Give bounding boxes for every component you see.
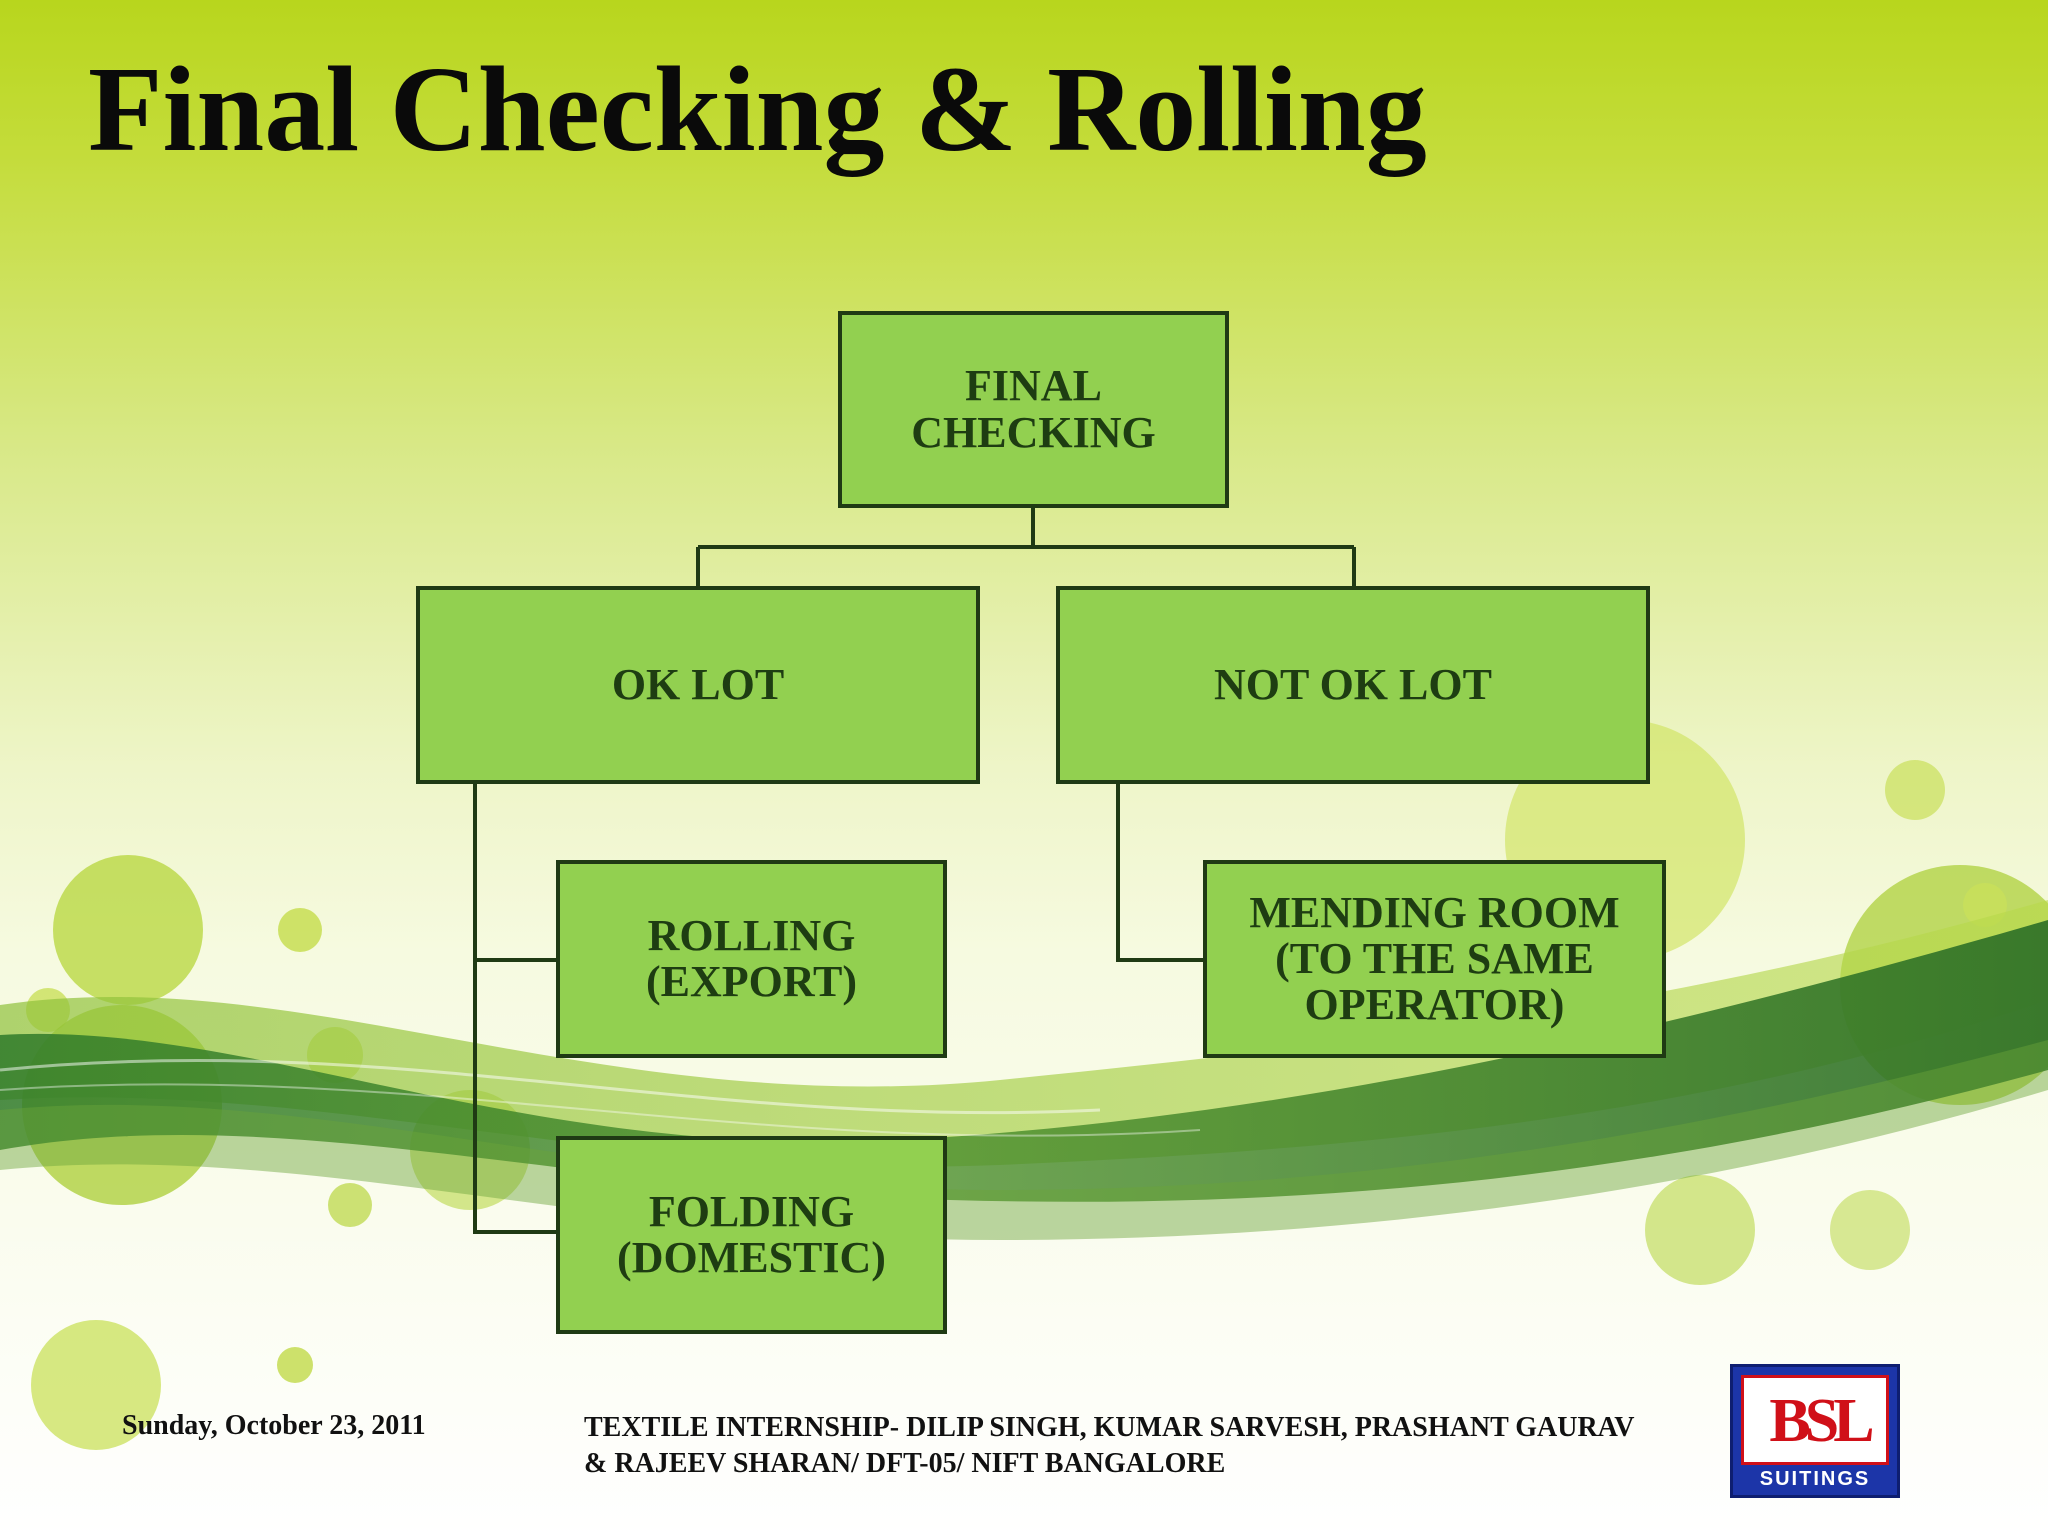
final-checking-label: FINAL CHECKING xyxy=(911,361,1156,457)
ok-lot-to-folding-line xyxy=(473,782,558,1234)
mending-room-box[interactable]: MENDING ROOM (TO THE SAME OPERATOR) xyxy=(1203,860,1666,1058)
not-ok-lot-label: NOT OK LOT xyxy=(1214,659,1492,709)
ok-lot-label: OK LOT xyxy=(611,659,785,709)
footer-credit: TEXTILE INTERNSHIP- DILIP SINGH, KUMAR S… xyxy=(584,1412,1634,1480)
folding-domestic-label: FOLDING (DOMESTIC) xyxy=(617,1186,886,1282)
not-ok-lot-box[interactable]: NOT OK LOT xyxy=(1056,586,1650,784)
mending-room-label: MENDING ROOM (TO THE SAME OPERATOR) xyxy=(1249,887,1620,1030)
slide-title: Final Checking & Rolling xyxy=(88,42,1427,177)
bsl-suitings-logo: BSL SUITINGS xyxy=(1730,1364,1900,1498)
final-checking-box[interactable]: FINAL CHECKING xyxy=(838,311,1229,508)
logo-subtitle: SUITINGS xyxy=(1759,1468,1871,1490)
rolling-export-label: ROLLING (EXPORT) xyxy=(645,910,858,1006)
footer-date: Sunday, October 23, 2011 xyxy=(122,1410,426,1441)
not-ok-lot-to-mending-line xyxy=(1116,782,1205,962)
logo-wordmark: BSL xyxy=(1769,1387,1874,1455)
logo-panel xyxy=(1741,1375,1889,1465)
folding-domestic-box[interactable]: FOLDING (DOMESTIC) xyxy=(556,1136,947,1334)
rolling-export-box[interactable]: ROLLING (EXPORT) xyxy=(556,860,947,1058)
ok-lot-box[interactable]: OK LOT xyxy=(416,586,980,784)
